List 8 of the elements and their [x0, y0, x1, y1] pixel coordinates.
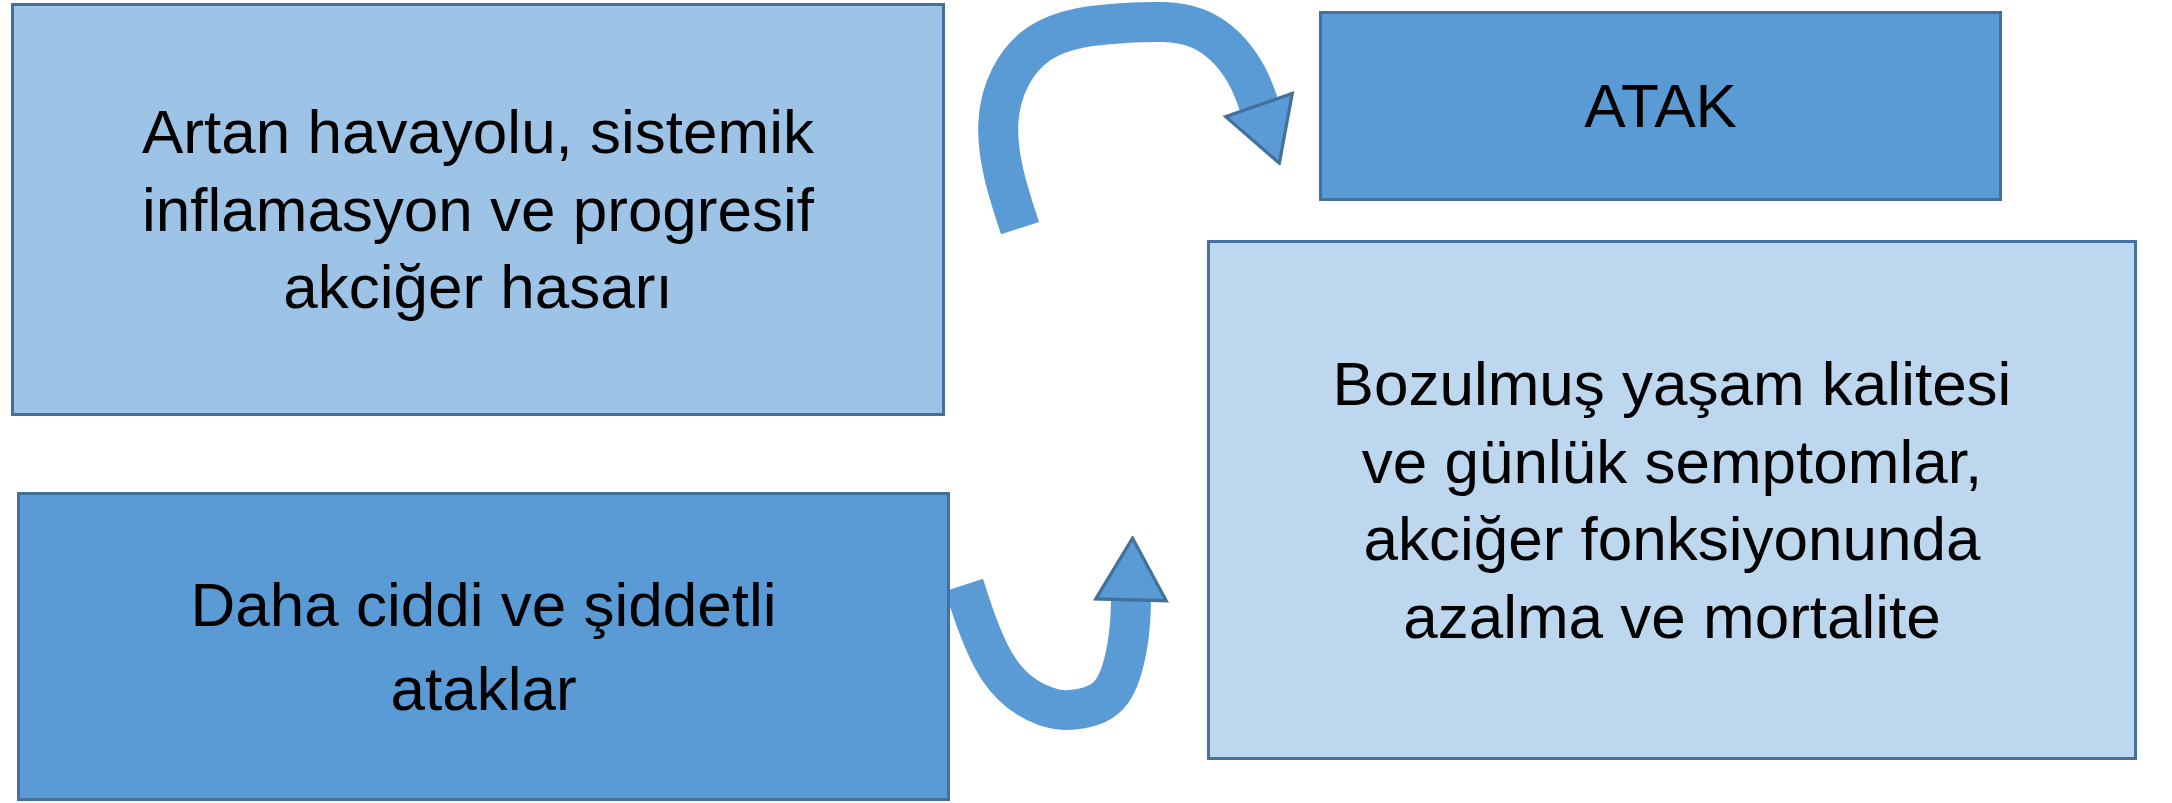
box-text: Daha ciddi ve şiddetli ataklar — [189, 568, 778, 725]
process-box — [1207, 240, 2137, 760]
process-box — [17, 492, 950, 801]
box-text: ATAK — [1584, 70, 1737, 143]
box-text: Bozulmuş yaşam kalitesi ve günlük semptomlar, akciğer fonksiyonunda azalma ve mortalite — [1331, 348, 2013, 653]
process-box — [11, 3, 945, 416]
process-box — [1319, 11, 2002, 201]
box-text: Artan havayolu, sistemik inflamasyon ve progresif akciğer hasarı — [141, 96, 815, 324]
